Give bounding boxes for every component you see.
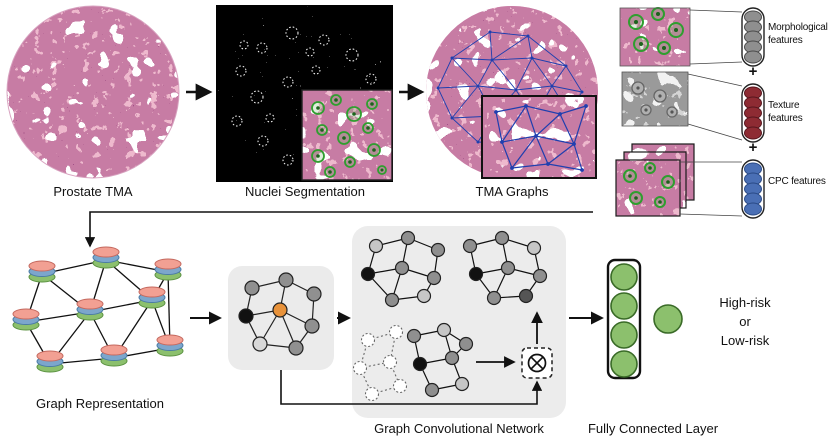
prostate-tma-label: Prostate TMA: [53, 184, 133, 199]
prostate-tma-image: [6, 5, 180, 179]
nuclei-center-dots: [316, 98, 384, 174]
gcn-graph-layer1: [360, 230, 446, 308]
inset-mesh-nodes: [494, 104, 588, 172]
texture-patch-dots: [636, 86, 674, 114]
graph-representation-label: Graph Representation: [36, 396, 164, 411]
tma-graph-inset: [481, 95, 597, 179]
risk-line-or: or: [739, 314, 751, 329]
tma-graphs-label: TMA Graphs: [475, 184, 549, 199]
output-risk-label: High-risk or Low-risk: [692, 293, 798, 350]
input-graph-box: [228, 266, 334, 370]
gcn-label: Graph Convolutional Network: [374, 421, 544, 436]
gcn-intermediate-graph: [406, 322, 474, 398]
nuclei-outlines: [231, 26, 377, 166]
risk-line-high: High-risk: [719, 295, 771, 310]
gcn-graph-layer2: [462, 230, 548, 306]
graph-node-stacks: [12, 246, 184, 373]
texture-features-label: Texture features: [768, 100, 803, 124]
cpc-features-label: CPC features: [768, 176, 826, 187]
output-node: [653, 304, 683, 334]
cpc-patch-stack: [615, 143, 695, 217]
flow-arrows: [84, 83, 604, 405]
feedback-connector-arrow: [84, 211, 593, 248]
nuclei-segmentation-panel: [216, 5, 393, 182]
skip-connector-arrow: [280, 370, 543, 405]
morphological-features-label: Morphological features: [768, 22, 828, 46]
plus-sign-top: +: [748, 63, 758, 80]
segmentation-inset: [301, 89, 393, 181]
texture-patch: [621, 71, 689, 127]
cpc-feature-stack: [741, 159, 765, 219]
graph-representation: [12, 246, 184, 373]
plus-sign-bottom: +: [748, 139, 758, 156]
fc-label: Fully Connected Layer: [587, 421, 719, 436]
risk-line-low: Low-risk: [720, 333, 770, 348]
patch-nuclei-dots: [634, 12, 678, 50]
nuclei-segmentation-label: Nuclei Segmentation: [245, 184, 365, 199]
fully-connected-layer: [606, 258, 642, 380]
input-graph-nodes: [238, 272, 322, 356]
tma-graph-image: [426, 6, 598, 179]
gcn-box: [352, 226, 566, 418]
morphological-feature-stack: [741, 7, 765, 67]
texture-feature-stack: [741, 83, 765, 143]
feature-projection-lines: [679, 9, 743, 217]
multiply-icon: [521, 347, 553, 379]
cpc-patch-front: [615, 159, 681, 217]
morphological-patch: [619, 7, 691, 67]
gcn-dropped-graph: [352, 324, 408, 402]
